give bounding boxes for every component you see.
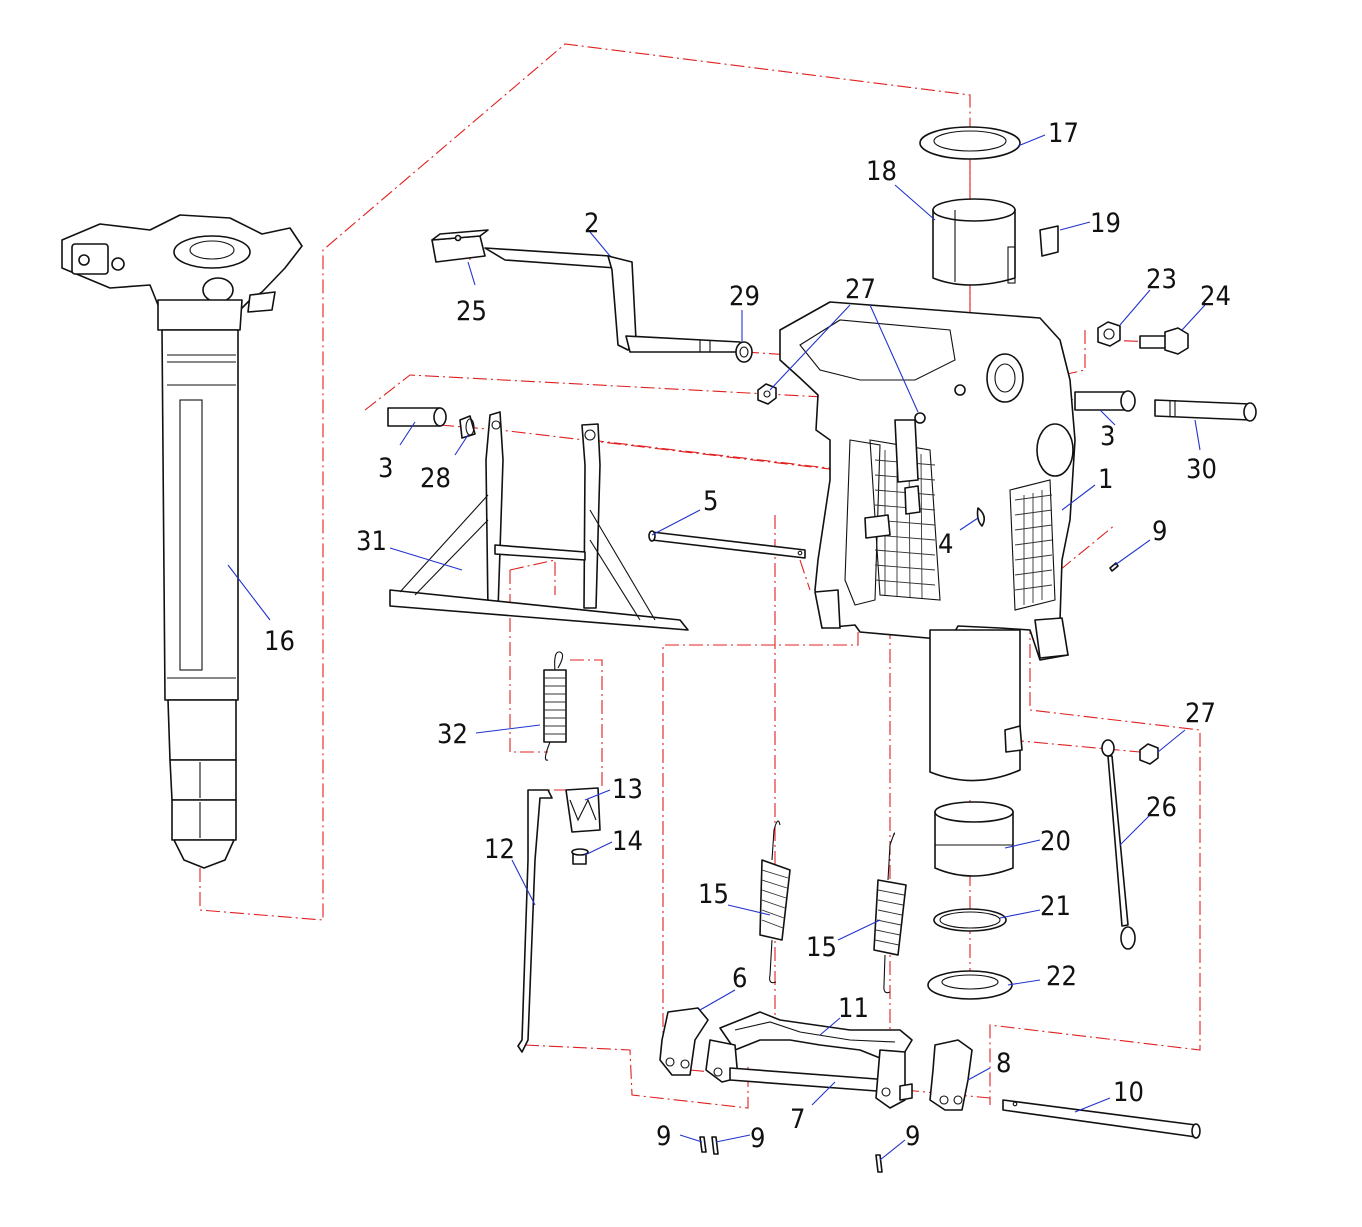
part-3-bushing-right — [1074, 390, 1136, 412]
part-17-thrust-washer — [919, 126, 1021, 160]
part-14-bolt — [571, 848, 589, 865]
callout-18: 18 — [866, 156, 897, 187]
part-7-frame — [705, 1039, 913, 1109]
part-15-spring-right — [873, 832, 907, 994]
callout-30: 30 — [1186, 454, 1217, 485]
callout-13: 13 — [612, 774, 643, 805]
callout-31: 31 — [356, 526, 387, 557]
part-8-plate — [929, 1039, 973, 1111]
callout-9-bottom-left: 9 — [656, 1121, 671, 1152]
callout-23: 23 — [1146, 264, 1177, 295]
part-10-pin — [1002, 1099, 1201, 1139]
part-27-nut-right — [1139, 743, 1159, 765]
part-5-rod — [648, 530, 806, 559]
callout-2: 2 — [584, 208, 599, 239]
leader-lines — [227, 134, 1206, 1161]
part-32-spring — [543, 651, 567, 761]
callout-9-bottom-mid: 9 — [750, 1123, 765, 1154]
callout-20: 20 — [1040, 826, 1071, 857]
part-24-bolt — [1139, 327, 1189, 355]
callout-22: 22 — [1046, 961, 1077, 992]
callout-4: 4 — [938, 529, 953, 560]
part-31-stand-frame — [389, 411, 689, 631]
callout-9-bottom-right: 9 — [905, 1121, 920, 1152]
callout-32: 32 — [437, 719, 468, 750]
part-12-link-rod — [517, 789, 553, 1053]
part-3-bushing-left — [387, 407, 447, 427]
callout-25: 25 — [456, 296, 487, 327]
callout-labels: 17 18 19 23 24 2 29 25 27 3 28 3 30 1 4 … — [264, 118, 1231, 1154]
callout-17: 17 — [1048, 118, 1079, 149]
callout-27-top: 27 — [845, 274, 876, 305]
callout-6: 6 — [732, 963, 747, 994]
callout-1: 1 — [1098, 464, 1113, 495]
part-1-bracket-housing — [779, 301, 1076, 782]
callout-5: 5 — [703, 486, 718, 517]
part-6-plate — [659, 1007, 709, 1076]
callout-24: 24 — [1200, 281, 1231, 312]
part-25-handle-grip — [431, 229, 489, 263]
callout-16: 16 — [264, 626, 295, 657]
part-15-spring-left — [759, 820, 791, 984]
callout-9-right: 9 — [1152, 516, 1167, 547]
callout-3-left: 3 — [378, 453, 393, 484]
callout-15-left: 15 — [698, 879, 729, 910]
callout-27-right: 27 — [1185, 698, 1216, 729]
callout-28: 28 — [420, 463, 451, 494]
callout-3-right: 3 — [1100, 421, 1115, 452]
part-13-bracket — [565, 787, 601, 833]
callout-26: 26 — [1146, 792, 1177, 823]
callout-7: 7 — [790, 1104, 805, 1135]
part-29-washer — [735, 341, 753, 363]
part-18-bushing — [932, 198, 1016, 286]
callout-14: 14 — [612, 826, 643, 857]
part-2-control-arm — [484, 247, 745, 353]
part-9-cotter-pins — [699, 562, 1119, 1173]
part-16-steering-column — [61, 214, 303, 869]
part-23-nut — [1097, 321, 1121, 347]
callout-8: 8 — [996, 1048, 1011, 1079]
part-21-ring — [933, 908, 1007, 932]
part-20-bushing — [934, 801, 1014, 877]
callout-12: 12 — [484, 834, 515, 865]
part-4-clip — [976, 507, 986, 527]
part-19-key — [1039, 225, 1059, 257]
callout-15-right: 15 — [806, 932, 837, 963]
callout-10: 10 — [1113, 1077, 1144, 1108]
part-28-spacer — [459, 415, 476, 439]
part-22-washer — [927, 970, 1013, 1000]
callout-11: 11 — [838, 993, 869, 1024]
part-26-link-rod — [1101, 739, 1136, 950]
callout-21: 21 — [1040, 891, 1071, 922]
part-30-pivot-pin — [1154, 399, 1257, 422]
callout-29: 29 — [729, 281, 760, 312]
callout-19: 19 — [1090, 208, 1121, 239]
